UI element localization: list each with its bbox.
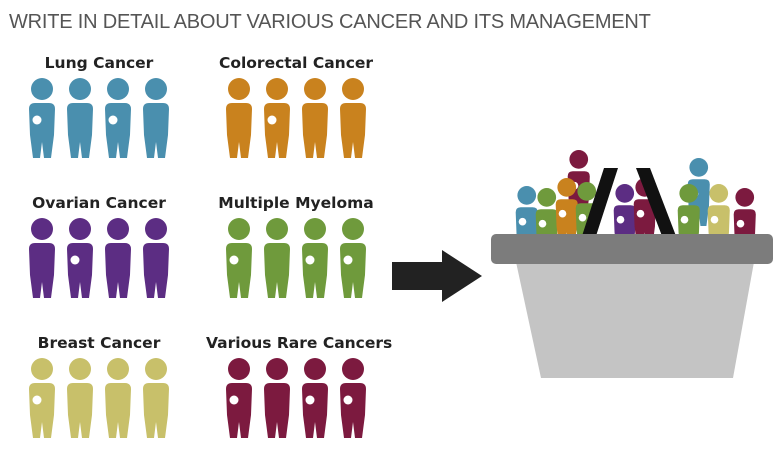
person-icon: [264, 358, 290, 438]
person-icon: [302, 358, 328, 438]
people-icons: [206, 358, 386, 440]
group-label: Multiple Myeloma: [218, 194, 374, 212]
group-breast-cancer: Breast Cancer: [9, 334, 189, 440]
person-icon: [143, 358, 169, 438]
basket-rim: [491, 234, 773, 264]
person-icon: [302, 218, 328, 298]
person-icon: [302, 78, 328, 158]
group-label: Various Rare Cancers: [206, 334, 393, 352]
arrow-right-icon: [392, 250, 482, 302]
person-icon: [226, 358, 252, 438]
person-icon: [226, 358, 252, 438]
person-icon: [340, 358, 366, 438]
person-icon: [143, 218, 169, 298]
people-icons: [9, 218, 189, 300]
group-label: Lung Cancer: [44, 54, 154, 72]
group-multiple-myeloma: Multiple Myeloma: [206, 194, 386, 300]
group-label: Breast Cancer: [37, 334, 161, 352]
people-icons: [9, 78, 189, 160]
person-icon: [143, 78, 169, 158]
person-icon: [302, 218, 328, 298]
person-icon: [302, 358, 328, 438]
person-icon: [340, 218, 366, 298]
person-icon: [105, 358, 131, 438]
person-icon: [226, 78, 252, 158]
person-icon: [264, 218, 290, 298]
person-icon: [67, 218, 93, 298]
person-icon: [67, 218, 93, 298]
person-icon: [29, 78, 55, 158]
basket-icon: [491, 150, 773, 378]
person-icon: [264, 358, 290, 438]
person-icon: [264, 218, 290, 298]
people-icons: [206, 78, 386, 160]
person-icon: [105, 78, 131, 158]
person-icon: [105, 358, 131, 438]
person-icon: [29, 78, 55, 158]
person-icon: [143, 78, 169, 158]
group-label: Ovarian Cancer: [32, 194, 166, 212]
person-icon: [143, 358, 169, 438]
basket-handle-right: [636, 168, 676, 236]
person-icon: [340, 358, 366, 438]
person-icon: [340, 78, 366, 158]
person-icon: [105, 78, 131, 158]
person-icon: [29, 218, 55, 298]
person-icon: [264, 78, 290, 158]
person-icon: [67, 358, 93, 438]
basket-body: [516, 262, 754, 378]
person-icon: [105, 218, 131, 298]
group-label: Colorectal Cancer: [218, 54, 374, 72]
person-icon: [226, 218, 252, 298]
person-icon: [264, 78, 290, 158]
person-icon: [340, 78, 366, 158]
person-icon: [29, 218, 55, 298]
group-lung-cancer: Lung Cancer: [9, 54, 189, 160]
basket-handle-left: [582, 168, 618, 236]
person-icon: [67, 358, 93, 438]
page-title: WRITE IN DETAIL ABOUT VARIOUS CANCER AND…: [9, 11, 651, 33]
person-icon: [340, 218, 366, 298]
group-various-rare-cancers: Various Rare Cancers: [206, 334, 393, 440]
person-icon: [29, 358, 55, 438]
person-icon: [143, 218, 169, 298]
person-icon: [67, 78, 93, 158]
person-icon: [105, 218, 131, 298]
people-icons: [206, 218, 386, 300]
person-icon: [226, 78, 252, 158]
person-icon: [29, 358, 55, 438]
person-icon: [302, 78, 328, 158]
group-ovarian-cancer: Ovarian Cancer: [9, 194, 189, 300]
person-icon: [226, 218, 252, 298]
people-icons: [9, 358, 189, 440]
person-icon: [67, 78, 93, 158]
group-colorectal-cancer: Colorectal Cancer: [206, 54, 386, 160]
